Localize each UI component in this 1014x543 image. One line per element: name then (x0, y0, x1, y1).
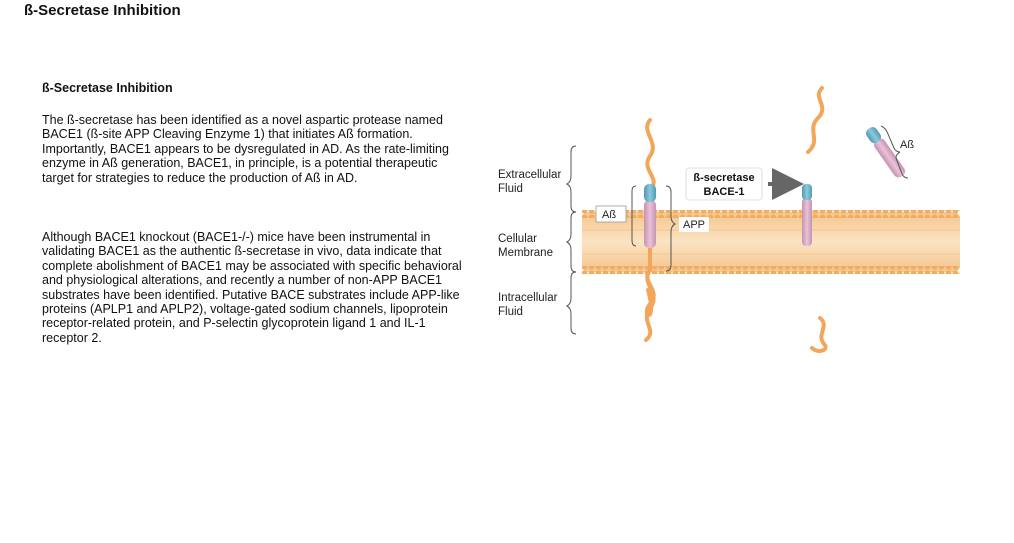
app-brace (665, 185, 677, 272)
app-label: APP (683, 219, 705, 231)
app-remnant-tip (802, 184, 812, 200)
extracellular-label-line2: Fluid (498, 183, 523, 195)
paragraph-intro: The ß-secretase has been identified as a… (42, 113, 449, 185)
released-abeta-fragment (865, 127, 906, 178)
abeta-label-right: Aß (900, 139, 914, 151)
extracellular-brace (565, 145, 577, 213)
bace1-enzyme-box (685, 167, 763, 201)
cell-membrane (582, 210, 960, 274)
intracellular-label-line1: Intracellular (498, 292, 558, 304)
app-remnant-body (802, 198, 812, 246)
app-protein-tip (644, 184, 656, 202)
enzyme-name-line2: BACE-1 (704, 186, 745, 198)
bace1-diagram: Extracellular Fluid Cellular Membrane In… (490, 60, 970, 375)
membrane-brace (565, 211, 577, 273)
abeta-label-left: Aß (602, 209, 616, 221)
extracellular-label-line1: Extracellular (498, 169, 561, 181)
membrane-label-line2: Membrane (498, 247, 553, 259)
page-title: ß-Secretase Inhibition (24, 2, 181, 19)
released-peptide-top (806, 86, 825, 154)
bace1-diagram-svg: Extracellular Fluid Cellular Membrane In… (498, 86, 960, 353)
abeta-right-brace (880, 125, 909, 179)
intracellular-label-line2: Fluid (498, 306, 523, 318)
section-heading: ß-Secretase Inhibition (42, 81, 173, 95)
intracellular-brace (565, 271, 577, 335)
enzyme-name-line1: ß-secretase (693, 172, 754, 184)
intracellular-fragment (810, 316, 828, 353)
abeta-bracket (631, 185, 637, 247)
app-protein-body (644, 200, 656, 248)
paragraph-knockout: Although BACE1 knockout (BACE1-/-) mice … (42, 230, 462, 345)
membrane-label-line1: Cellular (498, 233, 537, 245)
